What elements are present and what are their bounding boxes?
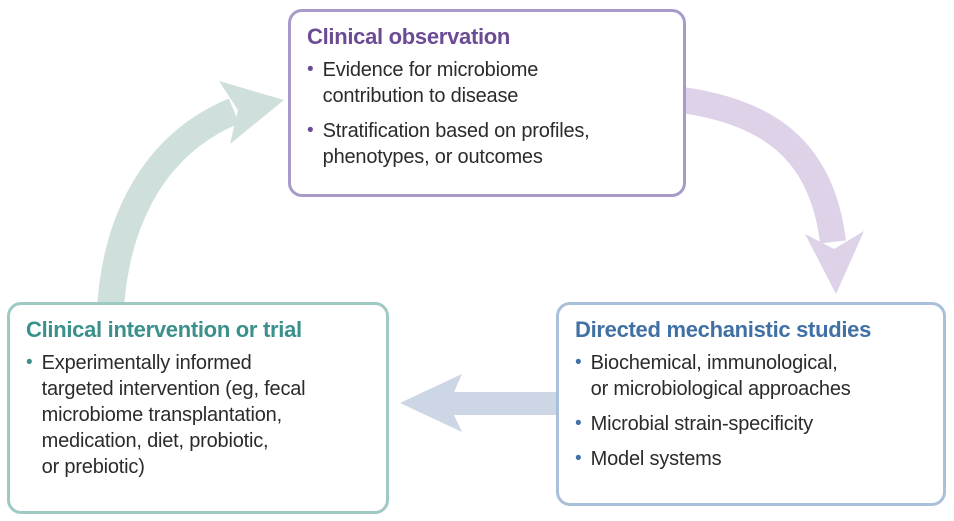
bullet-item: • Experimentally informed targeted inter… [26,350,372,480]
bullet-icon: • [307,59,314,80]
bullet-icon: • [26,352,33,373]
bullet-icon: • [307,120,314,141]
bullet-item: • Biochemical, immunological, or microbi… [575,350,929,402]
box-title-directed-mechanistic-studies: Directed mechanistic studies [575,317,872,342]
bullet-item: • Model systems [575,446,929,472]
bullet-text: Experimentally informed targeted interve… [41,352,306,478]
arrowhead-down-icon [805,231,864,294]
bullet-text: Biochemical, immunological, or microbiol… [590,352,851,400]
arrow-mechanistic-to-intervention [400,374,560,432]
bullet-text: Microbial strain-specificity [590,413,813,435]
bullet-list: • Evidence for microbiome contribution t… [307,57,669,170]
bullet-item: • Microbial strain-specificity [575,411,929,437]
box-directed-mechanistic-studies: Directed mechanistic studies • Biochemic… [556,302,946,506]
arrow-intervention-to-observation [96,98,240,319]
bullet-list: • Biochemical, immunological, or microbi… [575,350,929,472]
bullet-item: • Evidence for microbiome contribution t… [307,57,669,109]
bullet-icon: • [575,352,582,373]
box-clinical-observation: Clinical observation • Evidence for micr… [288,9,686,197]
bullet-list: • Experimentally informed targeted inter… [26,350,372,480]
bullet-text: Evidence for microbiome contribution to … [322,59,539,107]
bullet-text: Model systems [590,448,722,470]
bullet-text: Stratification based on profiles, phenot… [322,120,590,168]
box-clinical-intervention-or-trial: Clinical intervention or trial • Experim… [7,302,389,514]
bullet-icon: • [575,448,582,469]
arrowhead-right-icon [219,81,284,144]
box-title-clinical-observation: Clinical observation [307,24,511,49]
box-title-clinical-intervention-or-trial: Clinical intervention or trial [26,317,302,342]
bullet-icon: • [575,413,582,434]
bullet-item: • Stratification based on profiles, phen… [307,118,669,170]
arrow-observation-to-mechanistic [680,87,846,244]
